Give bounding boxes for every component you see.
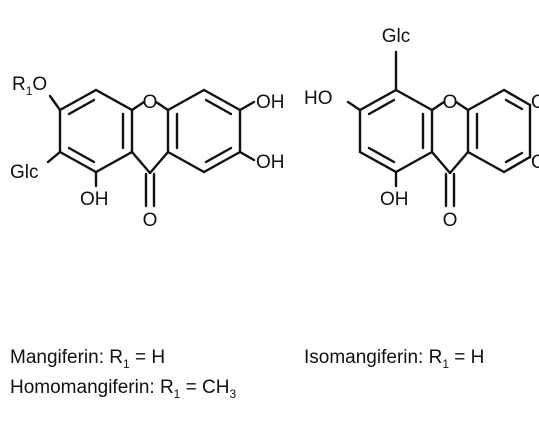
caption-mangiferin: Mangiferin: R1 = H (10, 347, 165, 371)
right-glc-label: Glc (382, 26, 411, 47)
left-glc-label: Glc (10, 162, 39, 183)
caption-isomangiferin: Isomangiferin: R1 = H (304, 347, 484, 371)
right-xanthone-structure: Glc HO O OH OH OH O (304, 26, 539, 231)
right-ho-label: HO (304, 88, 333, 109)
left-xanthone-structure: R1O O OH OH Glc OH O (10, 74, 285, 231)
left-oh-bottom-label: OH (80, 189, 109, 210)
left-ring-oxygen-label: O (143, 92, 158, 113)
right-oh-bottom-label: OH (380, 189, 409, 210)
right-carbonyl-oxygen-label: O (443, 210, 458, 231)
left-r1o-label: R1O (12, 74, 47, 98)
right-ring-oxygen-label: O (443, 92, 458, 113)
left-structure-bonds (46, 88, 256, 208)
right-oh-top-right-label: OH (531, 92, 539, 113)
left-oh-bottom-right-label: OH (256, 152, 285, 173)
left-carbonyl-oxygen-label: O (143, 210, 158, 231)
caption-homomangiferin: Homomangiferin: R1 = CH3 (10, 377, 236, 401)
right-structure-bonds (346, 50, 532, 208)
right-oh-bottom-right-label: OH (531, 152, 539, 173)
left-oh-top-right-label: OH (256, 92, 285, 113)
